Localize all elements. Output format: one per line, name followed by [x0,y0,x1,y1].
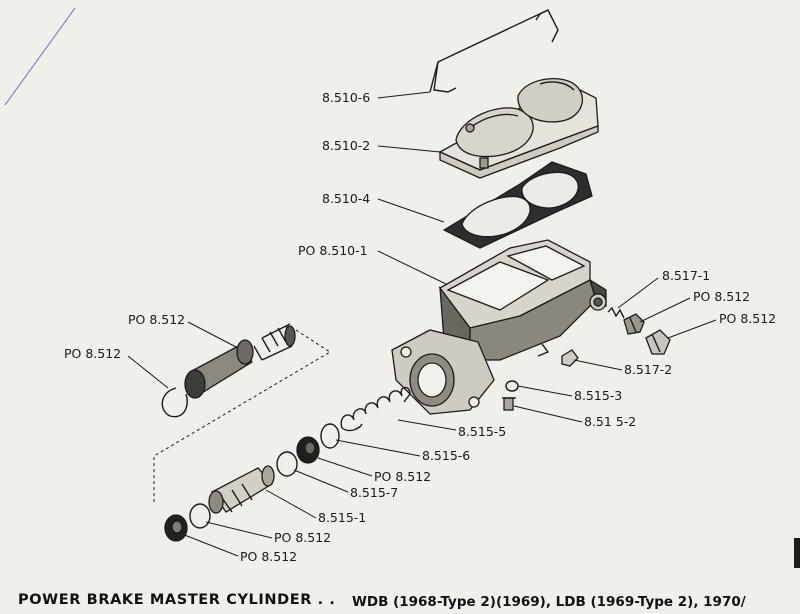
caption-title: POWER BRAKE MASTER CYLINDER . . [18,592,336,608]
bleeder-8-515-2 [502,397,516,411]
outlet-nut-upper [623,313,645,335]
label-fitting-plug: 8.517-2 [624,362,672,377]
diagram-caption: POWER BRAKE MASTER CYLINDER . . WDB (196… [18,592,746,610]
label-nut-a: PO 8.512 [693,289,750,304]
label-washer: 8.515-3 [574,388,622,403]
reservoir-cover [438,78,599,179]
label-body: PO 8.510-1 [298,243,368,258]
secondary-piston-8-515-1 [208,465,275,514]
snap-ring [161,387,188,418]
label-cap-wire: 8.510-6 [322,90,370,105]
label-nut-b: PO 8.512 [719,311,776,326]
label-snap-ring-po: PO 8.512 [64,346,121,361]
label-bleeder: 8.51 5-2 [584,414,636,429]
cover-gasket [442,161,593,249]
label-gasket: 8.510-4 [322,191,370,206]
label-lower-seal-po: PO 8.512 [240,549,297,564]
seal-ring-8-515-7 [276,451,298,477]
label-piston-secondary: 8.515-1 [318,510,366,525]
label-outlet-fitting: 8.517-1 [662,268,710,283]
label-cover: 8.510-2 [322,138,370,153]
caption-models: WDB (1968-Type 2)(1969), LDB (1969-Type … [352,594,746,610]
ink-stroke-mark [4,7,76,106]
label-seal-ring: 8.515-7 [350,485,398,500]
lower-seal [189,503,211,529]
cup-primary [296,436,320,464]
outlet-nut-lower [645,329,671,355]
washer-8-515-3 [505,380,519,392]
cup-8-515-6 [320,423,340,449]
master-cylinder-body [391,239,607,415]
cap-wire-bail [429,9,559,93]
primary-piston-assembly [184,323,296,399]
label-spring: 8.515-5 [458,424,506,439]
outlet-spring-8-517-1 [607,306,625,319]
label-cup-po: PO 8.512 [374,469,431,484]
label-primary-piston-po: PO 8.512 [128,312,185,327]
label-lower-cup-po: PO 8.512 [274,530,331,545]
label-cup-right: 8.515-6 [422,448,470,463]
fitting-plug-8-517-2 [561,349,579,367]
return-spring-8-515-5 [340,386,411,432]
page-edge-mark [794,538,800,568]
part-labels: 8.510-6 8.510-2 8.510-4 PO 8.510-1 8.517… [64,90,776,564]
lower-cup [164,514,188,542]
leader-lines [127,91,717,557]
